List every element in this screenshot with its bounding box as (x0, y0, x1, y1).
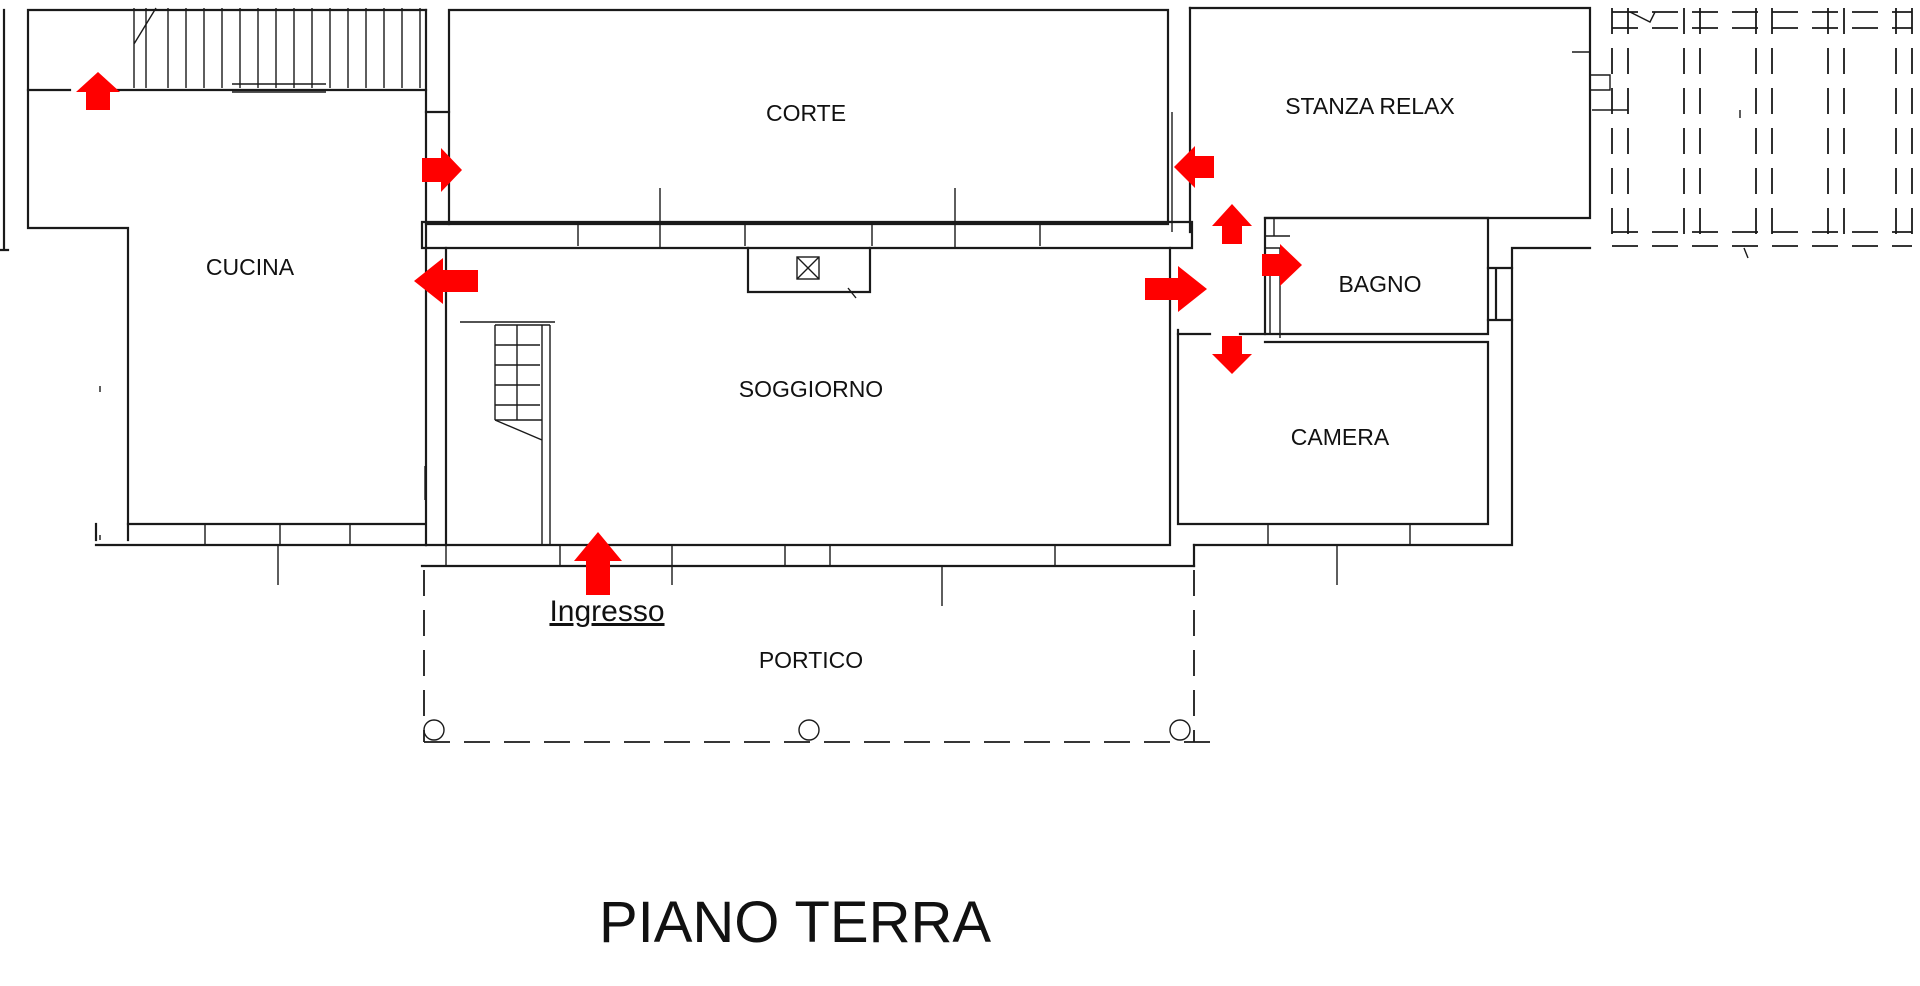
floor-title: PIANO TERRA (599, 890, 991, 955)
circulation-arrows (76, 72, 1302, 595)
arrow-up-icon (76, 72, 120, 110)
arrow-down-icon (1212, 336, 1252, 374)
arrow-left-icon (414, 258, 478, 304)
entrance-label: Ingresso (549, 595, 664, 628)
room-label-camera: CAMERA (1291, 424, 1390, 450)
arrow-left-icon (1174, 146, 1214, 188)
arrow-up-icon (574, 532, 622, 595)
column (798, 719, 820, 741)
arrow-right-icon (1145, 266, 1207, 312)
arrow-up-icon (1212, 204, 1252, 244)
arrow-right-icon (422, 148, 462, 192)
room-label-portico: PORTICO (759, 647, 863, 673)
room-label-corte: CORTE (766, 100, 846, 126)
room-labels: CORTE STANZA RELAX CUCINA BAGNO SOGGIORN… (206, 93, 1455, 955)
walls (0, 6, 1628, 568)
room-label-bagno: BAGNO (1338, 271, 1421, 297)
column (423, 719, 445, 741)
stair-top-left (133, 7, 421, 88)
windows (99, 83, 1411, 606)
room-label-soggiorno: SOGGIORNO (739, 376, 883, 402)
arrow-right-icon (1262, 244, 1302, 286)
room-label-stanza-relax: STANZA RELAX (1285, 93, 1455, 119)
pergola-right (1611, 8, 1913, 259)
column (1169, 719, 1191, 741)
room-label-cucina: CUCINA (206, 254, 295, 280)
portico-outline (423, 570, 1212, 743)
